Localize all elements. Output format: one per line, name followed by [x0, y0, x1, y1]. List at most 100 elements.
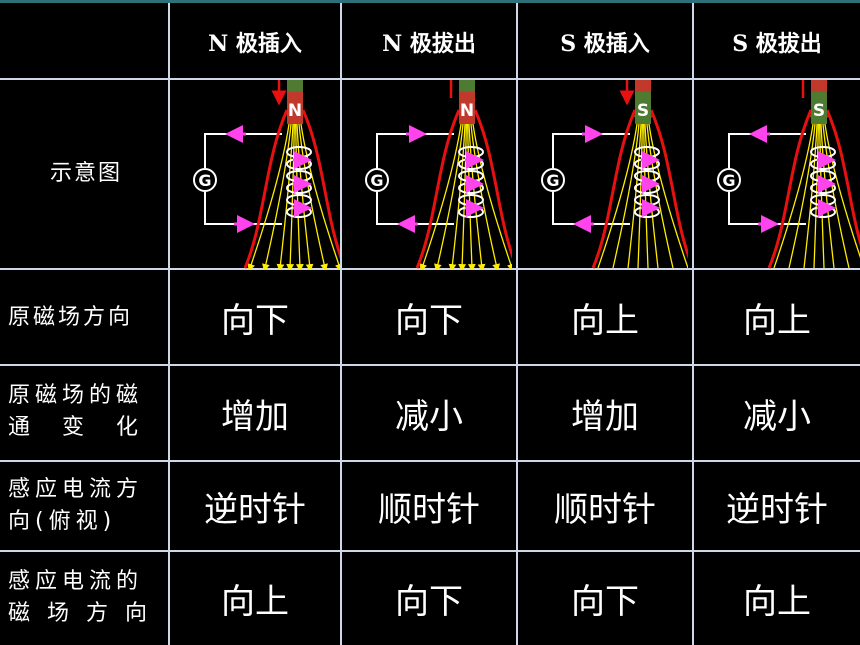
field-line [434, 119, 465, 270]
grid-line [0, 268, 860, 270]
galvanometer-label: G [722, 171, 735, 190]
coil-loop [634, 170, 660, 182]
field-line [247, 119, 291, 270]
magnet-body [287, 80, 303, 92]
induction-diagram-s-insert: GS [541, 80, 688, 269]
induced-field-line [767, 109, 813, 269]
row-label-current-direction: 感应电流方 向(俯视) [8, 474, 164, 538]
grid-line [692, 3, 694, 645]
cell-field-direction: 向上 [743, 300, 811, 341]
induced-field-line [825, 109, 860, 247]
row-label-line: 原磁场方向 [8, 305, 134, 330]
field-line [637, 116, 647, 269]
induced-field-line [649, 109, 688, 260]
cell-flux-change: 减小 [395, 396, 463, 437]
field-line [471, 119, 512, 270]
row-label-line: 感应电流的 [8, 569, 144, 594]
grid-line [0, 460, 860, 462]
circuit-wire [552, 133, 630, 168]
magnet-pole-label: S [637, 101, 649, 121]
cell-flux-change: 增加 [221, 396, 289, 437]
magnet-pole [459, 92, 475, 124]
row-label-line: 磁 场 方 向 [8, 601, 152, 626]
cell-current-direction: 顺时针 [554, 489, 656, 530]
field-line [262, 119, 293, 270]
cell-current-direction: 逆时针 [726, 489, 828, 530]
galvanometer-icon [541, 168, 565, 192]
row-label-line: 示意图 [49, 161, 122, 186]
galvanometer-label: G [546, 171, 559, 190]
induction-diagram-n-withdraw: GN [365, 80, 512, 270]
field-line [627, 115, 646, 269]
coil-loop [810, 194, 836, 206]
row-label-line: 向(俯视) [8, 509, 117, 534]
induced-field-line [591, 109, 637, 269]
coil-loop [286, 170, 312, 182]
grid-line [0, 550, 860, 552]
row-label-diagram: 示意图 [8, 158, 164, 190]
circuit-wire [204, 192, 282, 225]
galvanometer-icon [193, 168, 217, 192]
row-label-line: 原磁场的磁 [8, 383, 144, 408]
induced-field-line [415, 109, 461, 269]
grid-line [168, 3, 170, 645]
cell-induced-field: 向下 [395, 582, 463, 622]
galvanometer-label: G [370, 171, 383, 190]
row-label-line: 通 变 化 [8, 415, 144, 440]
field-line [820, 115, 860, 259]
magnet-pole [287, 92, 303, 124]
cell-field-direction: 向下 [395, 300, 463, 341]
coil-loop [286, 194, 312, 206]
field-line [458, 119, 468, 270]
induced-field-line [301, 109, 340, 260]
coil-loop [634, 194, 660, 206]
coil-loop [810, 170, 836, 182]
column-header-n-withdraw: N 极拔出 [382, 31, 476, 57]
galvanometer-label: G [198, 171, 211, 190]
grid-line [0, 78, 860, 80]
galvanometer-icon [365, 168, 389, 192]
field-line [803, 115, 822, 269]
column-header-s-withdraw: S 极拔出 [732, 31, 822, 57]
induced-field-line [473, 109, 512, 260]
coil-loop [458, 194, 484, 206]
field-line [299, 119, 340, 270]
cell-induced-field: 向上 [743, 582, 811, 622]
row-label-line: 感应电流方 [8, 477, 144, 502]
cell-field-direction: 向下 [221, 300, 289, 341]
top-accent-bar [0, 0, 860, 3]
induction-diagram-n-insert: GN [193, 80, 340, 270]
column-header-s-insert: S 极插入 [560, 31, 650, 57]
field-line [788, 115, 820, 269]
cell-current-direction: 顺时针 [378, 489, 480, 530]
field-line [644, 115, 688, 269]
induced-field-line [243, 109, 289, 269]
circuit-wire [376, 192, 454, 225]
circuit-wire [376, 133, 454, 168]
field-line [286, 119, 296, 270]
coil-loop [458, 170, 484, 182]
magnet-pole-label: N [288, 101, 302, 121]
magnet-pole-label: S [813, 101, 825, 121]
field-line [612, 115, 644, 269]
magnet-pole [811, 92, 827, 124]
galvanometer-icon [717, 168, 741, 192]
cell-induced-field: 向下 [571, 582, 639, 622]
grid-line [516, 3, 518, 645]
cell-flux-change: 减小 [743, 396, 811, 437]
magnet-body [635, 80, 651, 92]
induction-diagram-s-withdraw: GS [717, 80, 860, 269]
field-line [597, 115, 642, 269]
field-line [773, 115, 818, 269]
magnet-pole-label: N [460, 101, 474, 121]
magnet-body [459, 80, 475, 92]
field-line [419, 119, 463, 270]
grid-line [0, 364, 860, 366]
field-line [813, 116, 823, 269]
grid-line [340, 3, 342, 645]
column-header-n-insert: N 极插入 [208, 31, 302, 57]
cell-induced-field: 向上 [221, 582, 289, 622]
magnet-pole [635, 92, 651, 124]
magnet-body [811, 80, 827, 92]
